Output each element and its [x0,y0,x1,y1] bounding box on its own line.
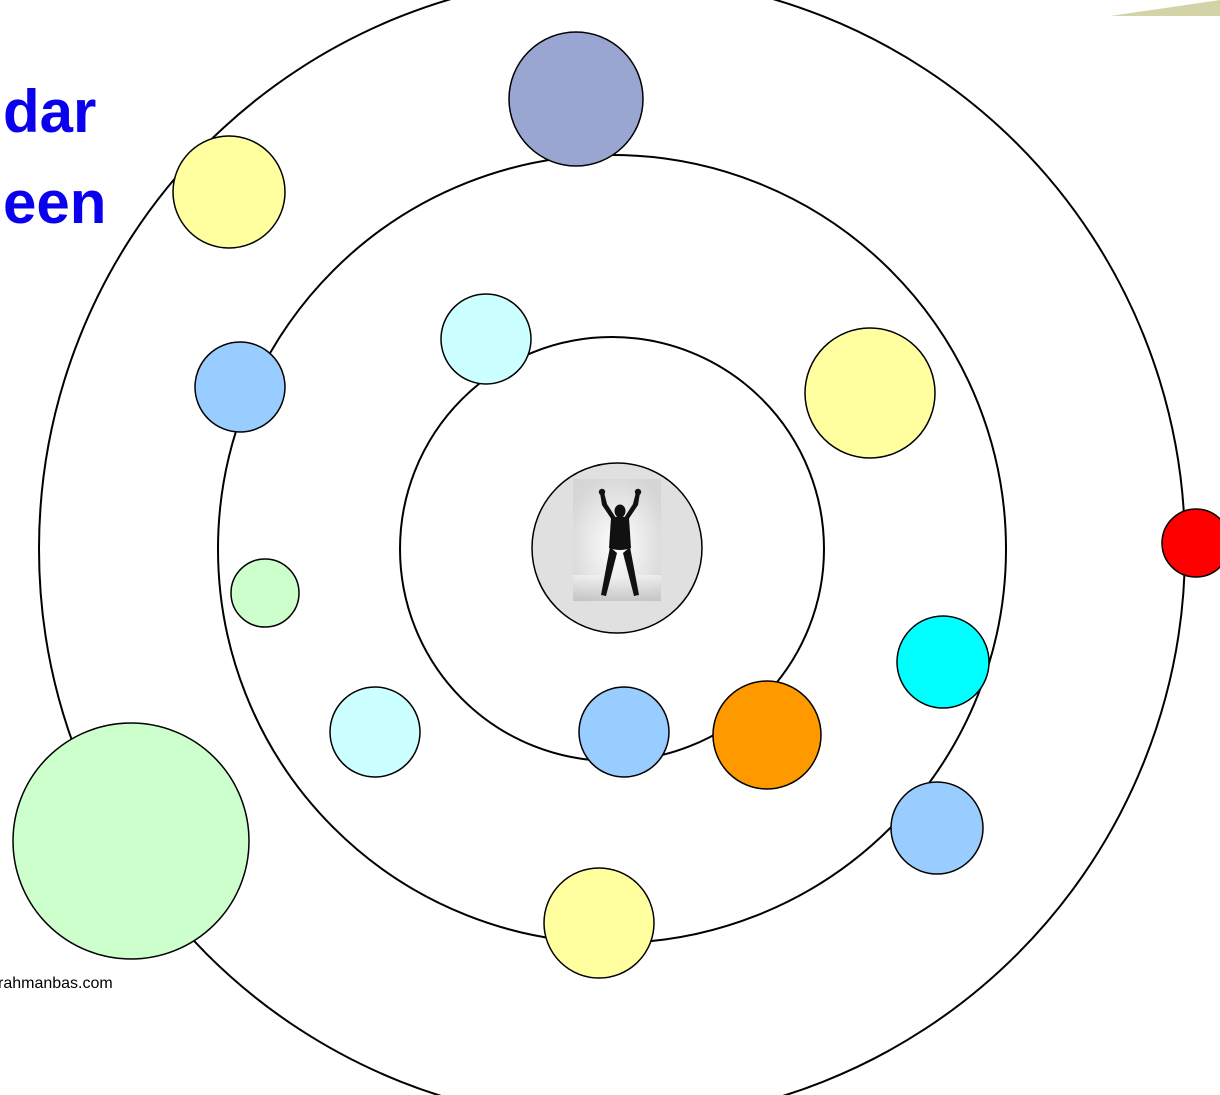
corner-accent [1110,0,1220,16]
bubble-light-blue-left [195,342,285,432]
bubble-cyan-right [897,616,989,708]
bubble-light-green-large [13,723,249,959]
bubble-light-green-small [231,559,299,627]
title-line-1: dar [3,82,96,142]
bubble-red-right-edge [1162,509,1220,577]
bubble-pale-cyan-lower-left [330,687,420,777]
bubble-slate-blue-top [509,32,643,166]
bubble-pale-cyan-upper [441,294,531,384]
bubble-orange [713,681,821,789]
person-arms-raised-icon [573,479,661,601]
bubble-light-blue-lower-right [891,782,983,874]
bubble-yellow-top-left [173,136,285,248]
footer-url: rahmanbas.com [0,975,113,993]
title-line-2: een [3,173,106,233]
bubble-yellow-bottom [544,868,654,978]
bubble-light-blue-center [579,687,669,777]
bubble-yellow-right [805,328,935,458]
